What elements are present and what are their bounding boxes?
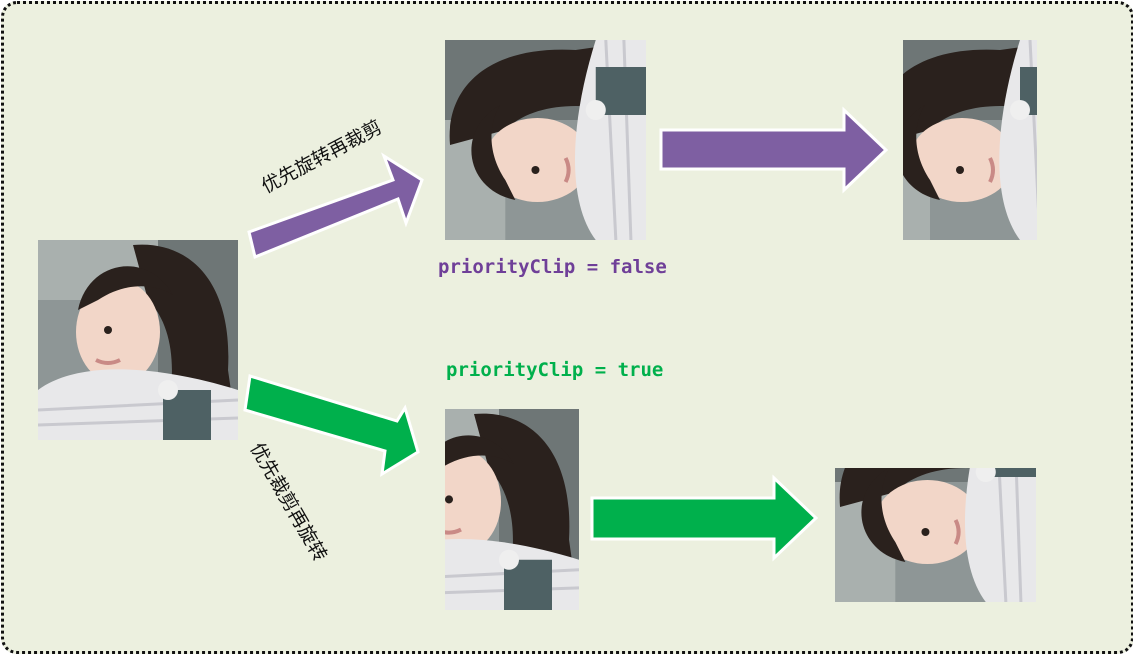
label-priority-true: priorityClip = true: [446, 359, 664, 381]
arrow-crop-then-rotate: [243, 374, 420, 477]
arrow-cropped-to-final: [590, 474, 819, 562]
label-priority-false: priorityClip = false: [438, 256, 667, 278]
arrow-rotate-then-crop: [247, 152, 424, 260]
arrow-rotated-to-final: [659, 106, 889, 194]
